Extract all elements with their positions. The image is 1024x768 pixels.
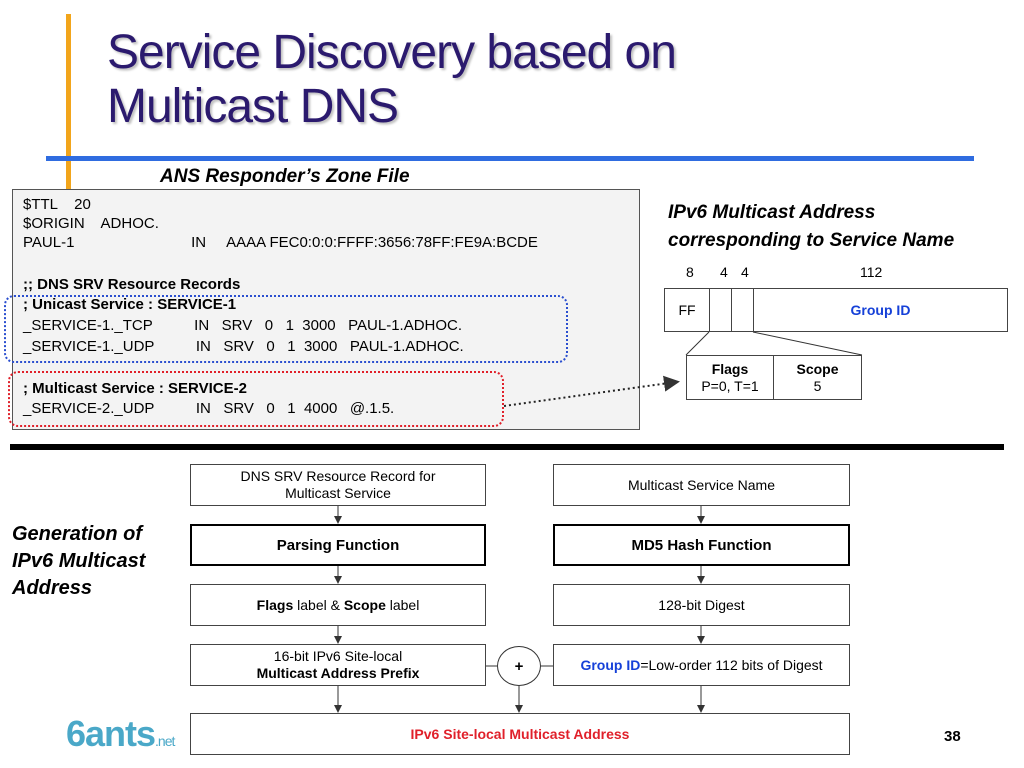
scope-detail-box: Scope 5 xyxy=(773,355,862,400)
multicast-highlight xyxy=(8,371,504,427)
ipv6-heading-line1: IPv6 Multicast Address xyxy=(668,202,876,223)
bit-width-4b: 4 xyxy=(741,264,749,280)
generation-label: Generation of IPv6 Multicast Address xyxy=(12,521,145,602)
plus-circle: + xyxy=(497,646,541,686)
zone-line-service2-udp: _SERVICE-2._UDP IN SRV 0 1 4000 @.1.5. xyxy=(23,400,395,417)
slide-title-line2: Multicast DNS xyxy=(107,80,399,133)
service-name-label: Multicast Service Name xyxy=(627,476,776,493)
prefix-line1: 16-bit IPv6 Site-local xyxy=(273,648,403,664)
logo-suffix-text: .net xyxy=(155,733,175,749)
bit-width-4a: 4 xyxy=(720,264,728,280)
zone-to-address-dotted-arrow xyxy=(503,375,680,407)
group-id-field-label: Group ID xyxy=(850,301,911,318)
service-name-box: Multicast Service Name xyxy=(553,464,850,506)
scope-detail-value: 5 xyxy=(813,377,822,394)
title-underline xyxy=(46,156,974,161)
ipv6-heading: IPv6 Multicast Address corresponding to … xyxy=(668,199,954,255)
srv-record-box: DNS SRV Resource Record for Multicast Se… xyxy=(190,464,486,506)
label-and: label & xyxy=(293,596,344,613)
ff-field-label: FF xyxy=(678,301,696,318)
zone-line-service1-udp: _SERVICE-1._UDP IN SRV 0 1 3000 PAUL-1.A… xyxy=(23,338,464,355)
flags-word: Flags xyxy=(256,596,294,613)
group-id-field: Group ID xyxy=(753,288,1008,332)
expand-line-right xyxy=(752,331,863,356)
parsing-function-box: Parsing Function xyxy=(190,524,486,566)
zone-line-multicast-comment: ; Multicast Service : SERVICE-2 xyxy=(23,380,247,397)
unicast-highlight xyxy=(4,295,568,363)
md5-hash-box: MD5 Hash Function xyxy=(553,524,850,566)
zone-line-unicast-comment: ; Unicast Service : SERVICE-1 xyxy=(23,296,237,313)
final-address-label: IPv6 Site-local Multicast Address xyxy=(410,725,630,742)
page-number: 38 xyxy=(944,728,961,745)
md5-hash-label: MD5 Hash Function xyxy=(631,536,772,554)
flags-scope-label-text: Flags label & Scope label xyxy=(257,597,420,614)
flags-detail-box: Flags P=0, T=1 xyxy=(686,355,774,400)
parsing-function-label: Parsing Function xyxy=(276,536,400,554)
logo: 6ants.net xyxy=(66,713,175,755)
expand-line-left xyxy=(685,331,710,356)
srv-record-line1: DNS SRV Resource Record for xyxy=(240,468,436,484)
prefix-line2: Multicast Address Prefix xyxy=(256,665,420,681)
bit-width-8: 8 xyxy=(686,264,694,280)
final-address-box: IPv6 Site-local Multicast Address xyxy=(190,713,850,755)
group-id-word: Group ID xyxy=(580,656,641,673)
zone-line-srv-comment: ;; DNS SRV Resource Records xyxy=(23,276,241,293)
zone-file-box: $TTL 20 $ORIGIN ADHOC. PAUL-1 IN AAAA FE… xyxy=(12,189,640,430)
generation-label-line3: Address xyxy=(12,577,93,599)
zone-line-ttl: $TTL 20 xyxy=(23,196,91,213)
digest-box: 128-bit Digest xyxy=(553,584,850,626)
srv-record-line2: Multicast Service xyxy=(285,485,391,501)
label-suffix: label xyxy=(385,596,420,613)
generation-label-line2: IPv6 Multicast xyxy=(12,550,146,572)
flags-scope-label-box: Flags label & Scope label xyxy=(190,584,486,626)
logo-main-text: 6ants xyxy=(66,713,156,754)
digest-label: 128-bit Digest xyxy=(658,596,745,613)
zone-line-service1-tcp: _SERVICE-1._TCP IN SRV 0 1 3000 PAUL-1.A… xyxy=(23,317,463,334)
zone-file-heading: ANS Responder’s Zone File xyxy=(160,166,410,187)
bit-width-112: 112 xyxy=(860,264,883,280)
generation-label-line1: Generation of xyxy=(12,523,143,545)
title-accent-bar xyxy=(66,14,71,190)
slide-title: Service Discovery based on Multicast DNS xyxy=(107,26,677,134)
flags-detail-label: Flags xyxy=(711,360,749,377)
scope-detail-label: Scope xyxy=(796,360,839,377)
zone-line-aaaa: PAUL-1 IN AAAA FEC0:0:0:FFFF:3656:78FF:F… xyxy=(23,234,538,251)
zone-line-origin: $ORIGIN ADHOC. xyxy=(23,215,159,232)
group-id-digest-box: Group ID=Low-order 112 bits of Digest xyxy=(553,644,850,686)
scope-word: Scope xyxy=(343,596,386,613)
group-id-digest-text: Group ID=Low-order 112 bits of Digest xyxy=(580,657,822,674)
prefix-box: 16-bit IPv6 Site-local Multicast Address… xyxy=(190,644,486,686)
plus-symbol: + xyxy=(514,657,524,675)
group-id-rest: =Low-order 112 bits of Digest xyxy=(640,656,823,673)
flags-detail-value: P=0, T=1 xyxy=(701,377,759,394)
slide-title-line1: Service Discovery based on xyxy=(107,26,677,79)
ipv6-heading-line2: corresponding to Service Name xyxy=(668,230,955,251)
section-divider xyxy=(10,444,1004,450)
